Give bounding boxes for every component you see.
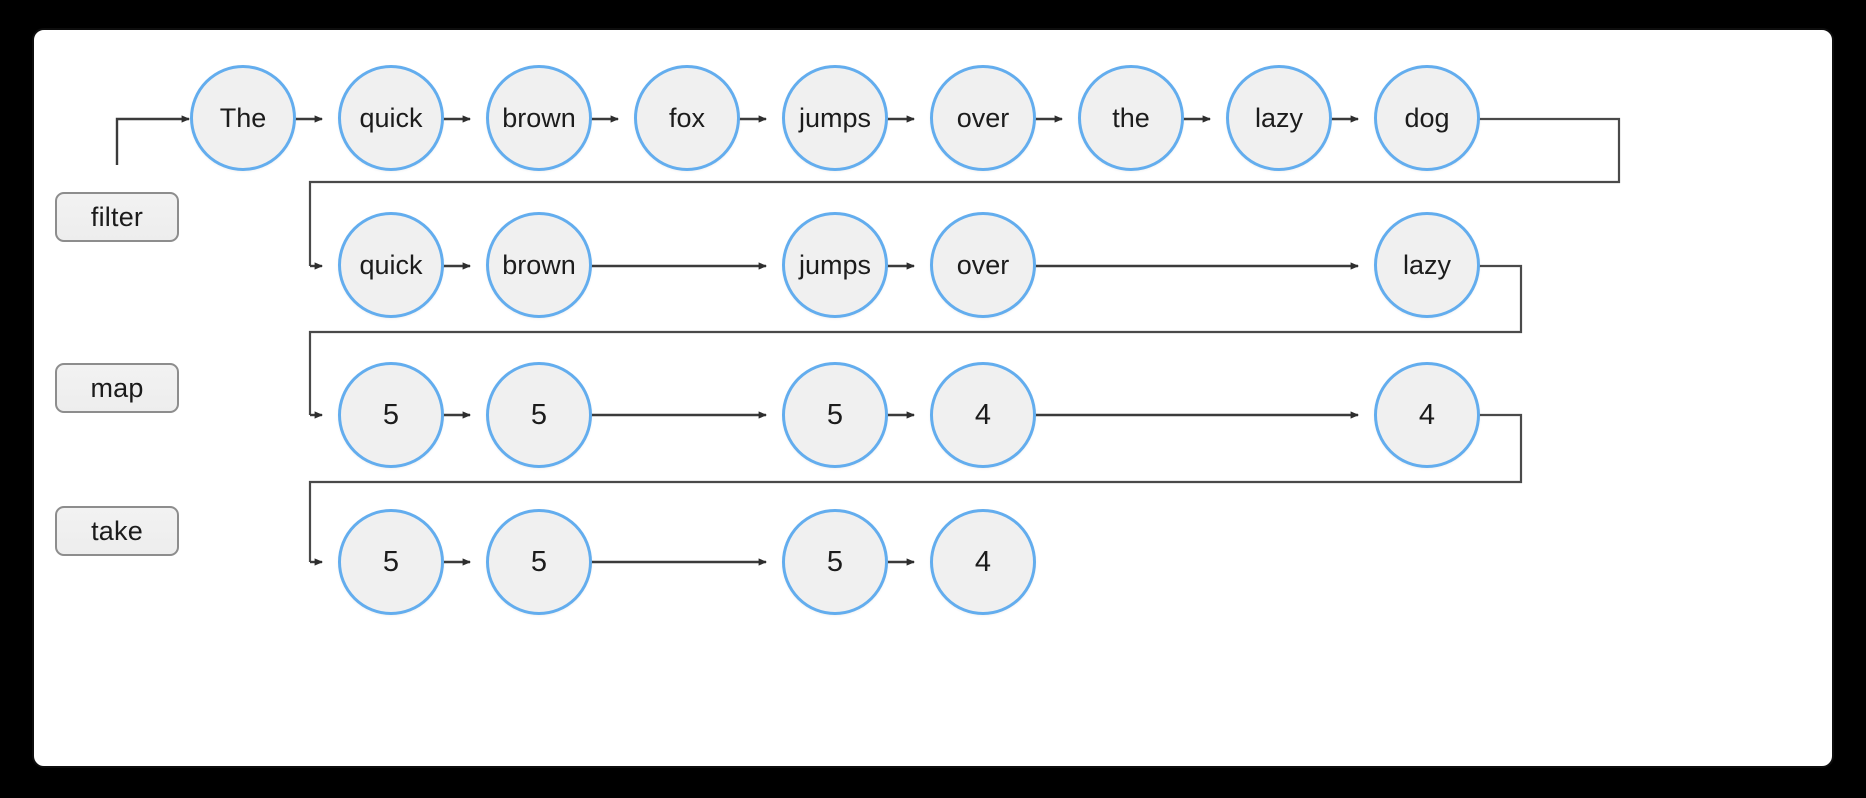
wire-row1-wrap xyxy=(308,117,1621,266)
node-label: 4 xyxy=(974,545,992,578)
stream-node[interactable]: 4 xyxy=(930,509,1036,615)
stream-node[interactable]: over xyxy=(930,212,1036,318)
operator-pill-take[interactable]: take xyxy=(55,506,179,556)
node-label: the xyxy=(1112,102,1150,133)
stream-node[interactable]: lazy xyxy=(1226,65,1332,171)
node-label: jumps xyxy=(798,102,872,133)
node-label: over xyxy=(956,249,1010,280)
node-label: dog xyxy=(1404,102,1450,133)
stream-node[interactable]: The xyxy=(190,65,296,171)
wire-row3-wrap xyxy=(308,413,1523,562)
node-label: quick xyxy=(359,249,423,280)
stream-node[interactable]: 5 xyxy=(782,509,888,615)
node-label: jumps xyxy=(798,249,872,280)
wire-row2-wrap xyxy=(308,264,1523,415)
diagram-card: filter map take The quick brown fox jump… xyxy=(32,28,1834,768)
stream-node[interactable]: jumps xyxy=(782,65,888,171)
stream-node[interactable]: 5 xyxy=(782,362,888,468)
operator-label: take xyxy=(91,515,143,546)
stream-node[interactable]: 4 xyxy=(930,362,1036,468)
node-label: 5 xyxy=(382,545,400,578)
node-label: 5 xyxy=(530,398,548,431)
stream-node[interactable]: 5 xyxy=(338,509,444,615)
stream-node[interactable]: fox xyxy=(634,65,740,171)
operator-label: map xyxy=(90,372,144,403)
node-label: 4 xyxy=(974,398,992,431)
node-label: quick xyxy=(359,102,423,133)
node-label: 5 xyxy=(382,398,400,431)
stream-node[interactable]: the xyxy=(1078,65,1184,171)
stream-node[interactable]: 5 xyxy=(486,362,592,468)
operator-label: filter xyxy=(90,201,144,232)
stream-node[interactable]: brown xyxy=(486,65,592,171)
node-label: 5 xyxy=(530,545,548,578)
stream-node[interactable]: jumps xyxy=(782,212,888,318)
node-label: 4 xyxy=(1418,398,1436,431)
stream-node[interactable]: over xyxy=(930,65,1036,171)
node-label: brown xyxy=(502,249,576,280)
stream-node[interactable]: dog xyxy=(1374,65,1480,171)
stream-node[interactable]: quick xyxy=(338,65,444,171)
stream-node[interactable]: 5 xyxy=(486,509,592,615)
stream-node[interactable]: 4 xyxy=(1374,362,1480,468)
wire-filter-to-source xyxy=(115,115,190,165)
node-label: 5 xyxy=(826,398,844,431)
stream-node[interactable]: brown xyxy=(486,212,592,318)
operator-pill-map[interactable]: map xyxy=(55,363,179,413)
node-label: 5 xyxy=(826,545,844,578)
node-label: brown xyxy=(502,102,576,133)
stream-node[interactable]: quick xyxy=(338,212,444,318)
stream-node[interactable]: 5 xyxy=(338,362,444,468)
diagram-canvas: filter map take The quick brown fox jump… xyxy=(34,30,1832,766)
node-label: lazy xyxy=(1254,102,1303,133)
node-label: lazy xyxy=(1402,249,1451,280)
node-label: over xyxy=(956,102,1010,133)
node-label: fox xyxy=(668,102,706,133)
node-label: The xyxy=(219,102,267,133)
stream-node[interactable]: lazy xyxy=(1374,212,1480,318)
operator-pill-filter[interactable]: filter xyxy=(55,192,179,242)
